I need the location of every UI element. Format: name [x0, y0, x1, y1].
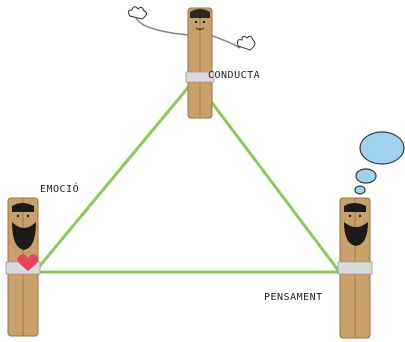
- clothespin-top: [128, 7, 255, 118]
- label-pensament: PENSAMENT: [264, 292, 323, 303]
- label-conducta: CONDUCTA: [208, 70, 260, 81]
- clothespin-left: [6, 198, 40, 336]
- label-emocio: EMOCIÓ: [40, 184, 79, 195]
- thought-bubble-icon: [355, 132, 404, 194]
- clothespin-right: [338, 198, 372, 338]
- right-hand-icon: [238, 36, 255, 50]
- left-hand-icon: [128, 7, 146, 19]
